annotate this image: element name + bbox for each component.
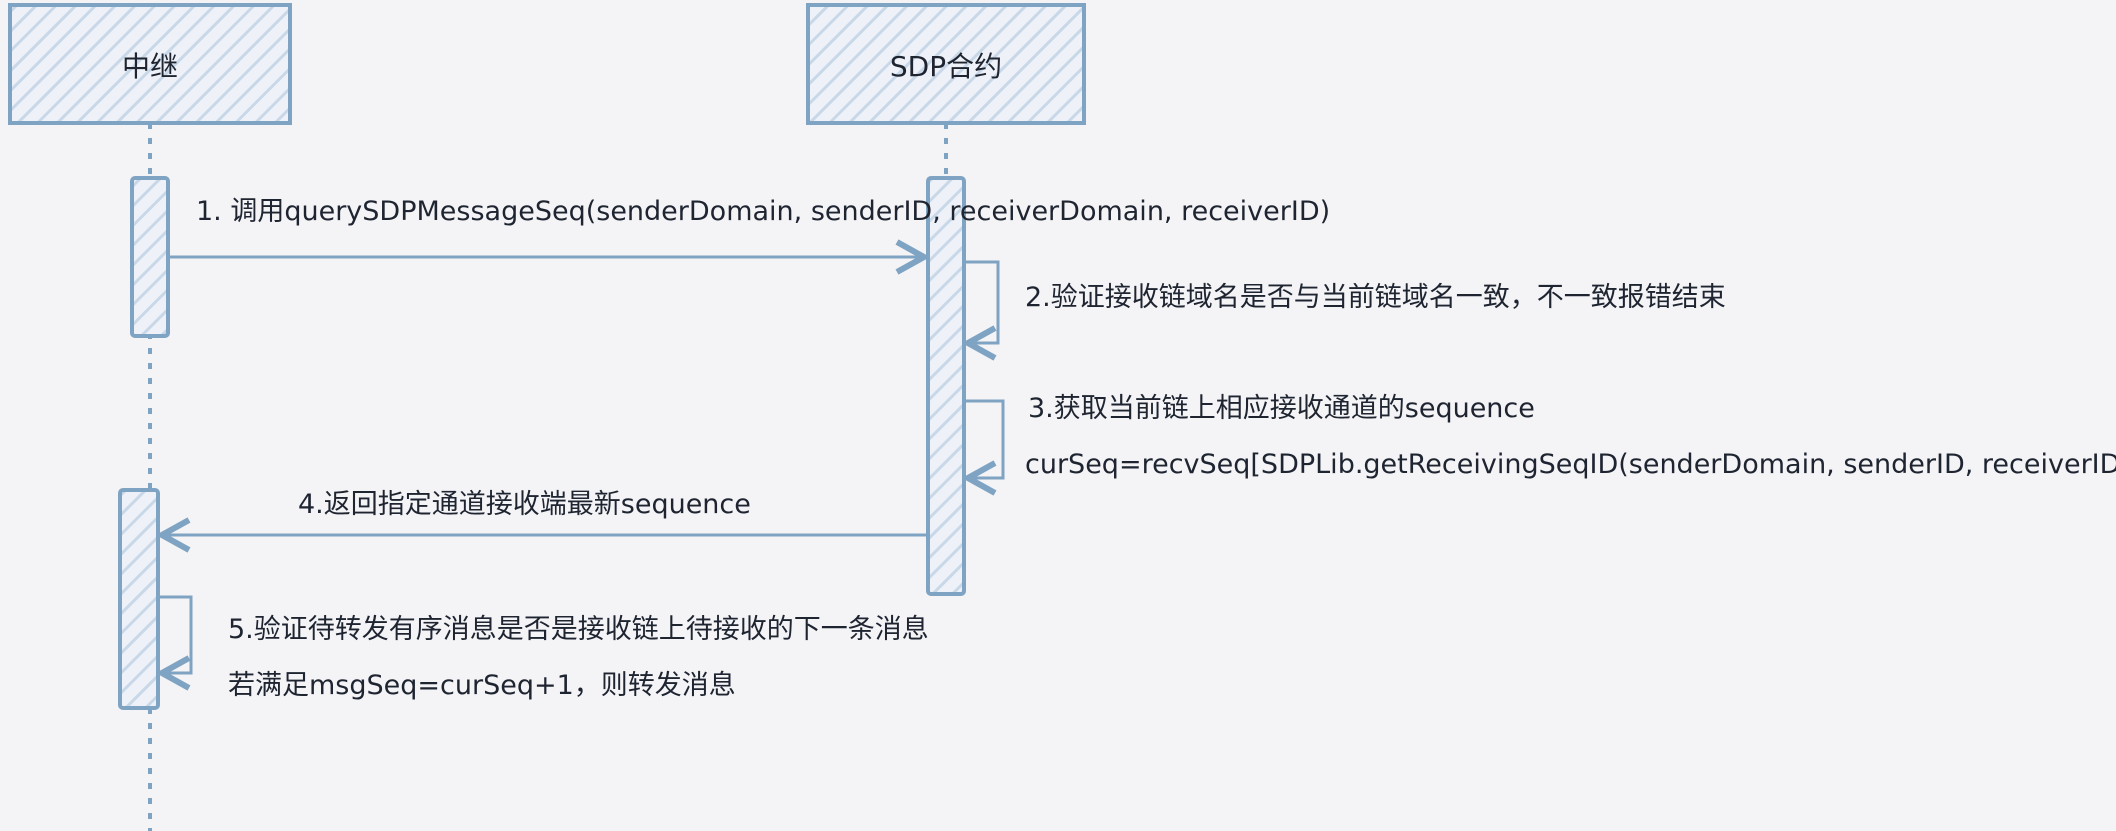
message-3-label-line2: curSeq=recvSeq[SDPLib.getReceivingSeqID(…	[1025, 449, 2116, 480]
participant-box-sdp	[806, 3, 1086, 125]
activation-sdp	[926, 176, 966, 596]
message-5-label-line2: 若满足msgSeq=curSeq+1，则转发消息	[228, 670, 736, 701]
message-4-label: 4.返回指定通道接收端最新sequence	[298, 489, 751, 520]
participant-label-sdp: SDP合约	[889, 50, 1003, 83]
message-3-label-line1: 3.获取当前链上相应接收通道的sequence	[1028, 393, 1535, 424]
activation-relay-2	[118, 488, 160, 710]
arrow-m5-self-loop	[158, 595, 193, 673]
message-5-label-line1: 5.验证待转发有序消息是否是接收链上待接收的下一条消息	[228, 614, 929, 645]
arrow-m2-self-loop	[964, 260, 1000, 343]
participant-label-relay: 中继	[121, 50, 178, 83]
message-1-label: 1. 调用querySDPMessageSeq(senderDomain, se…	[196, 196, 1331, 227]
participant-box-relay	[8, 3, 292, 125]
message-2-label: 2.验证接收链域名是否与当前链域名一致，不一致报错结束	[1025, 282, 1726, 313]
arrow-m3-self-loop	[964, 399, 1005, 478]
